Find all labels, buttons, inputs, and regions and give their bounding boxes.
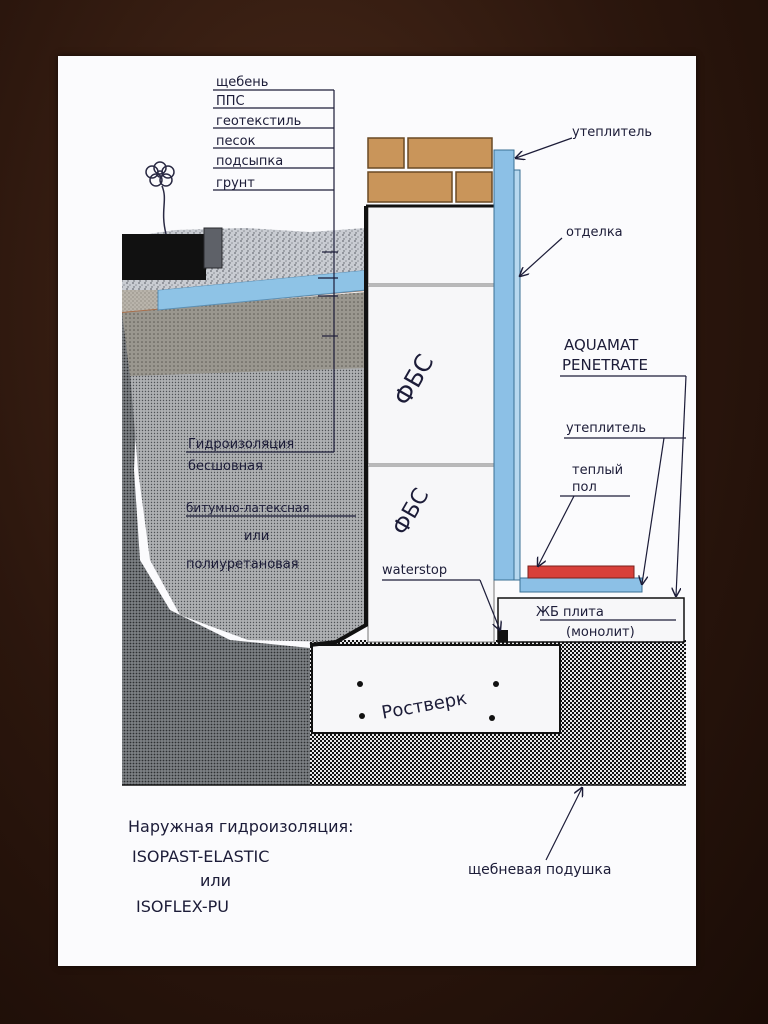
- warm-floor: [527, 565, 635, 579]
- label-bitumen-2: или: [244, 529, 269, 544]
- label-bitumen-3: полиуретановая: [186, 557, 299, 572]
- waterproofing-line: [309, 206, 368, 647]
- footer-line-1: Наружная гидроизоляция:: [128, 817, 354, 836]
- wall-insulation-outer: [493, 149, 515, 581]
- label-slab-1: ЖБ плита: [536, 605, 604, 620]
- footer-line-3: или: [200, 871, 231, 890]
- floor-insulation: [519, 577, 643, 593]
- label-aquamat: AQUAMAT: [564, 336, 639, 354]
- legend-item: геотекстиль: [216, 114, 301, 129]
- waterstop-mark: [498, 630, 508, 642]
- label-gravel-cushion: щебневая подушка: [468, 862, 611, 878]
- label-penetrate: PENETRATE: [562, 356, 648, 374]
- footer-line-4: ISOFLEX-PU: [136, 897, 229, 916]
- curb-stone: [203, 227, 223, 269]
- fbs-blocks: [367, 205, 495, 643]
- label-bitumen-1: битумно-латексная: [186, 501, 310, 515]
- blind-area-black: [122, 234, 206, 280]
- legend-item: ППС: [216, 94, 245, 109]
- flower-icon: [145, 161, 175, 235]
- footer-line-2: ISOPAST-ELASTIC: [132, 847, 269, 866]
- legend-item: песок: [216, 134, 256, 149]
- fill-layer: [122, 292, 366, 376]
- label-warm-floor-2: пол: [572, 480, 597, 495]
- label-finish: отделка: [566, 225, 623, 240]
- footer-note: Наружная гидроизоляция: ISOPAST-ELASTIC …: [128, 817, 354, 916]
- layer-legend: щебень ППС геотекстиль песок подсыпка гр…: [216, 75, 301, 191]
- legend-item: подсыпка: [216, 154, 283, 169]
- label-insulation-floor: утеплитель: [566, 421, 646, 436]
- brick-row: [367, 137, 493, 203]
- legend-item: щебень: [216, 75, 268, 90]
- label-slab-2: (монолит): [566, 625, 635, 640]
- backfill-soil: [130, 362, 366, 642]
- grillage-block: [311, 644, 561, 734]
- legend-item: грунт: [216, 176, 255, 191]
- label-waterproof-1: Гидроизоляция: [188, 437, 294, 452]
- label-waterproof-2: бесшовная: [188, 459, 263, 474]
- deep-soil-left: [122, 300, 310, 785]
- wall-finish: [513, 169, 521, 581]
- label-insulation-top: утеплитель: [572, 125, 652, 140]
- label-waterstop: waterstop: [382, 563, 447, 578]
- label-warm-floor-1: теплый: [572, 463, 623, 478]
- rebar-dots: [357, 681, 499, 721]
